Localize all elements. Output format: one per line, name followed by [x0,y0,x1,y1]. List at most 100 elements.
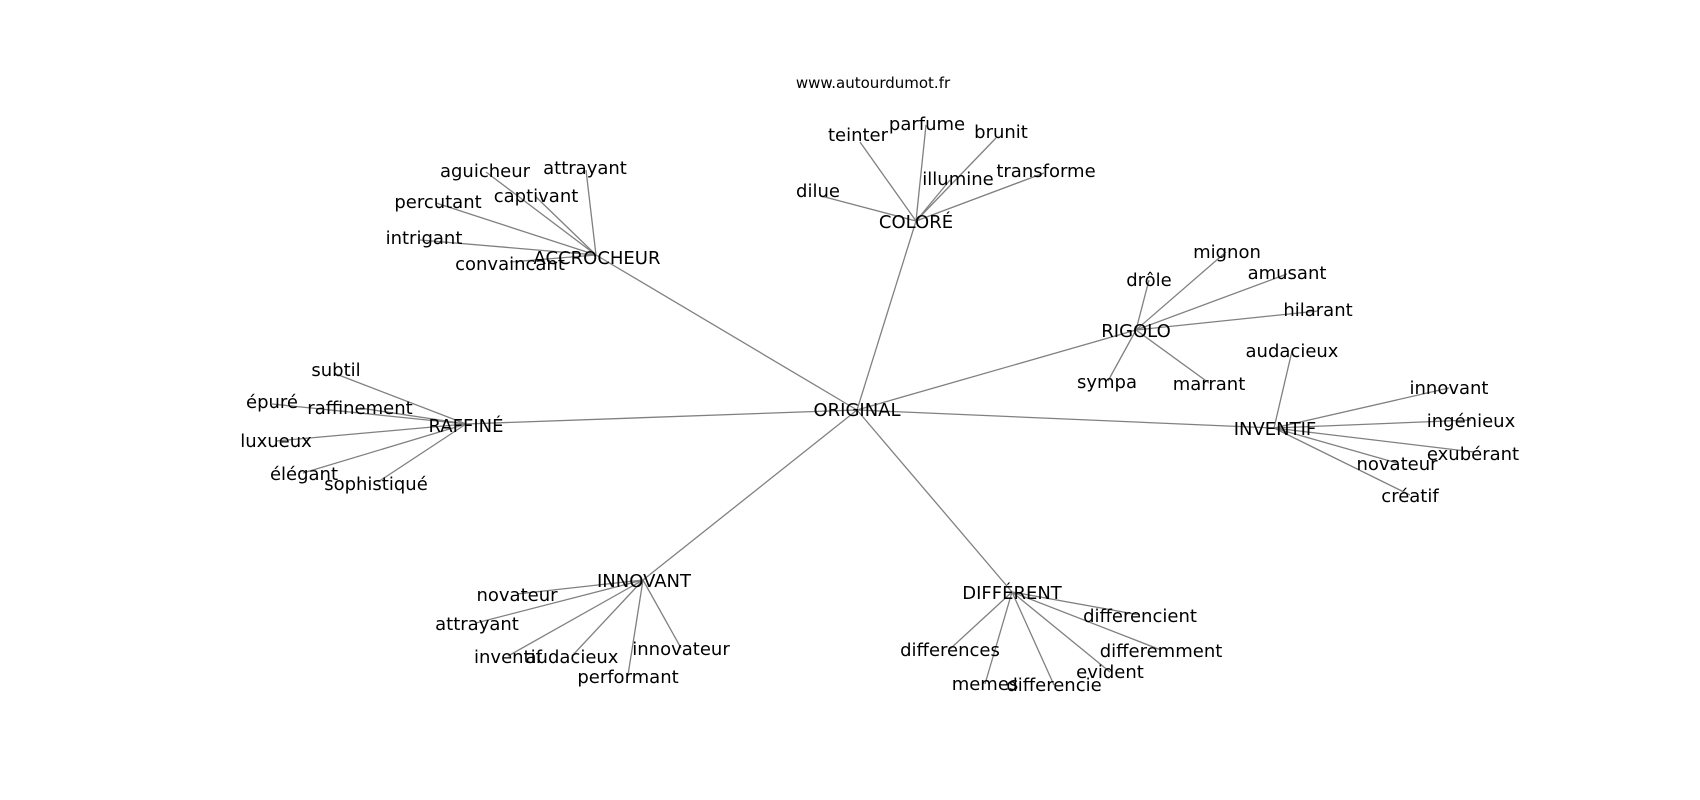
word-node: differences [900,640,1000,661]
word-node: épuré [246,392,298,413]
word-node: mignon [1193,242,1261,263]
edge-cluster-to-word [1135,251,1227,331]
word-node: parfume [889,114,965,135]
edge-cluster-to-word [485,171,597,256]
word-node: novateur [1356,454,1438,475]
cluster-node: ACCROCHEUR [534,248,661,269]
edge-cluster-to-word [1011,591,1162,651]
edge-cluster-to-word [1273,350,1293,429]
edge-center-to-cluster [856,409,1013,593]
edge-cluster-to-word [302,423,467,474]
word-node: hilarant [1283,300,1352,321]
word-node: brunit [974,122,1028,143]
word-node: raffinement [307,398,412,419]
edge-cluster-to-word [1135,279,1150,331]
edge-cluster-to-word [1273,427,1411,496]
word-node: sympa [1077,372,1137,393]
word-node: convaincant [455,254,565,275]
cluster-node: INNOVANT [597,571,692,592]
edge-cluster-to-word [915,172,1045,222]
edge-cluster-to-word [1011,591,1111,673]
edge-cluster-to-word [271,403,467,425]
word-node: transforme [996,161,1095,182]
edge-cluster-to-word [1135,310,1319,331]
edge-cluster-to-word [419,239,597,256]
word-node: sophistiqué [324,474,428,495]
edge-cluster-to-word [275,423,467,442]
word-node: performant [577,667,678,688]
edge-center-to-cluster [595,254,858,411]
word-node: inventif [474,647,543,668]
edge-cluster-to-word [1011,591,1055,686]
edge-cluster-to-word [585,169,597,256]
edge-cluster-to-word [377,423,467,483]
cluster-node: RIGOLO [1101,321,1171,342]
word-node: memes [952,674,1019,695]
word-node: attrayant [435,614,519,635]
edge-cluster-to-word [509,254,597,263]
word-node: differemment [1100,641,1223,662]
edge-cluster-to-word [642,579,682,649]
word-node: evident [1076,662,1144,683]
edge-cluster-to-word [1273,387,1450,429]
edge-cluster-to-word [435,202,597,256]
word-node: innovateur [632,639,730,660]
edge-cluster-to-word [507,579,644,657]
edge-cluster-to-word [915,124,927,222]
word-node: luxueux [240,431,312,452]
word-node: aguicheur [440,161,531,182]
edge-cluster-to-word [915,137,997,222]
word-node: intrigant [386,228,463,249]
cluster-node: INVENTIF [1234,419,1317,440]
edge-cluster-to-word [859,141,917,222]
word-node: ingénieux [1427,411,1516,432]
edge-cluster-to-word [1273,427,1475,453]
edge-cluster-to-word [949,591,1013,650]
edge-cluster-to-word [915,179,951,222]
edge-center-to-cluster [465,409,858,425]
word-node: illumine [922,169,993,190]
word-node: dilue [796,181,840,202]
edge-cluster-to-word [1273,427,1398,464]
cluster-node: COLORÉ [879,211,953,233]
word-node: drôle [1126,270,1172,291]
edge-cluster-to-word [1135,273,1288,331]
word-node: élégant [270,464,338,485]
cluster-node: RAFFINÉ [429,415,504,437]
cluster-node: DIFFÉRENT [962,582,1063,604]
edge-cluster-to-word [475,579,644,624]
edge-cluster-to-word [359,407,467,425]
word-node: teinter [828,125,889,146]
word-node: exubérant [1427,444,1519,465]
edge-cluster-to-word [984,591,1013,685]
edge-cluster-to-word [1011,591,1141,616]
edge-cluster-to-word [1273,419,1472,429]
word-node: innovant [1410,378,1489,399]
word-node: audacieux [1246,341,1339,362]
edge-cluster-to-word [1107,329,1137,382]
word-node: créatif [1381,486,1439,507]
word-node: percutant [394,192,481,213]
edge-cluster-to-word [516,579,644,595]
edge-cluster-to-word [820,195,917,222]
center-node: ORIGINAL [813,400,900,421]
word-node: audacieux [526,647,619,668]
edge-cluster-to-word [535,196,597,256]
edge-center-to-cluster [642,409,858,581]
word-node: captivant [494,186,579,207]
word-node: novateur [476,585,558,606]
word-node: marrant [1173,374,1246,395]
edge-cluster-to-word [1135,329,1210,384]
edge-center-to-cluster [856,220,917,411]
edges [271,124,1475,686]
edge-cluster-to-word [571,579,644,657]
word-node: differencie [1006,675,1101,696]
source-watermark: www.autourdumot.fr [796,74,951,92]
edge-cluster-to-word [627,579,644,676]
edge-center-to-cluster [856,329,1137,411]
word-node: differencient [1083,606,1197,627]
word-node: amusant [1248,263,1327,284]
edge-center-to-cluster [856,409,1275,429]
word-node: subtil [311,360,360,381]
